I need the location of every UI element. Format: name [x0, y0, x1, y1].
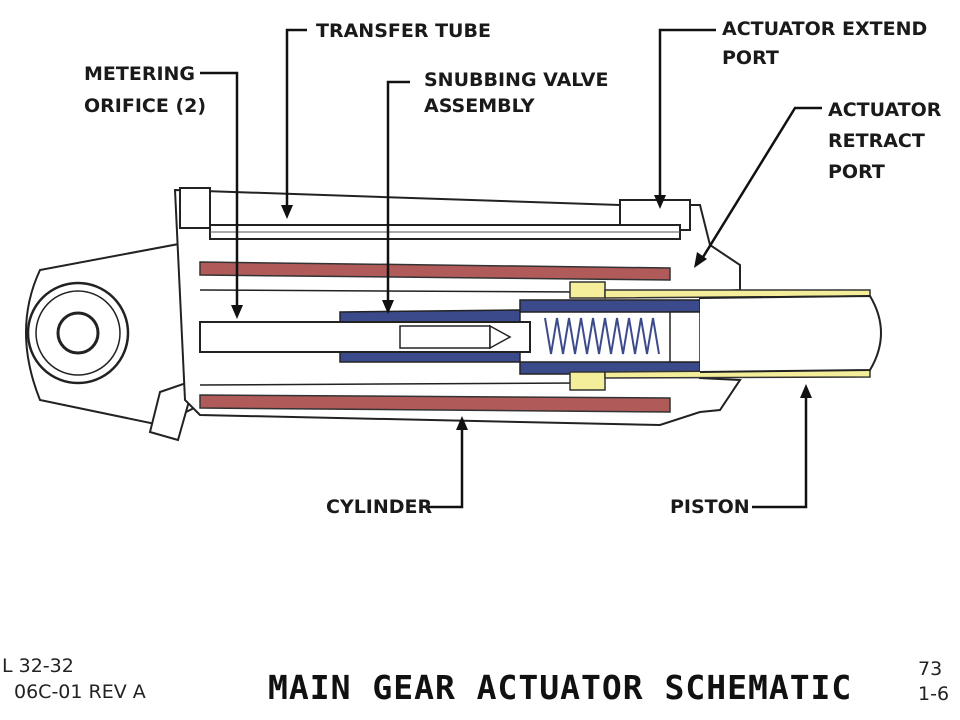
- label-snubbing-line-1: SNUBBING VALVE: [424, 69, 608, 91]
- label-metering-line-2: ORIFICE (2): [84, 95, 206, 117]
- snubbing-valve-assembly: [199, 299, 701, 375]
- leader-lines: [200, 28, 822, 509]
- label-retract-line-2: RETRACT: [828, 130, 925, 152]
- page-number-2: 1-6: [918, 683, 949, 705]
- figure-title: MAIN GEAR ACTUATOR SCHEMATIC: [268, 668, 852, 707]
- label-metering-line-1: METERING: [84, 63, 195, 85]
- page-number-1: 73: [918, 658, 942, 680]
- label-extend-line-1: ACTUATOR EXTEND: [722, 18, 927, 40]
- label-snubbing-line-2: ASSEMBLY: [424, 95, 535, 117]
- ref-line-2: 06C-01 REV A: [14, 681, 146, 703]
- label-piston: PISTON: [670, 496, 750, 518]
- label-extend-line-2: PORT: [722, 47, 779, 69]
- label-cylinder: CYLINDER: [326, 496, 433, 518]
- rod-end-eye: [25, 238, 212, 442]
- label-retract-line-3: PORT: [828, 161, 885, 183]
- piston: [569, 281, 882, 391]
- label-transfer-tube: TRANSFER TUBE: [316, 20, 491, 42]
- label-retract-line-1: ACTUATOR: [828, 99, 942, 121]
- ref-line-1: L 32-32: [2, 655, 74, 677]
